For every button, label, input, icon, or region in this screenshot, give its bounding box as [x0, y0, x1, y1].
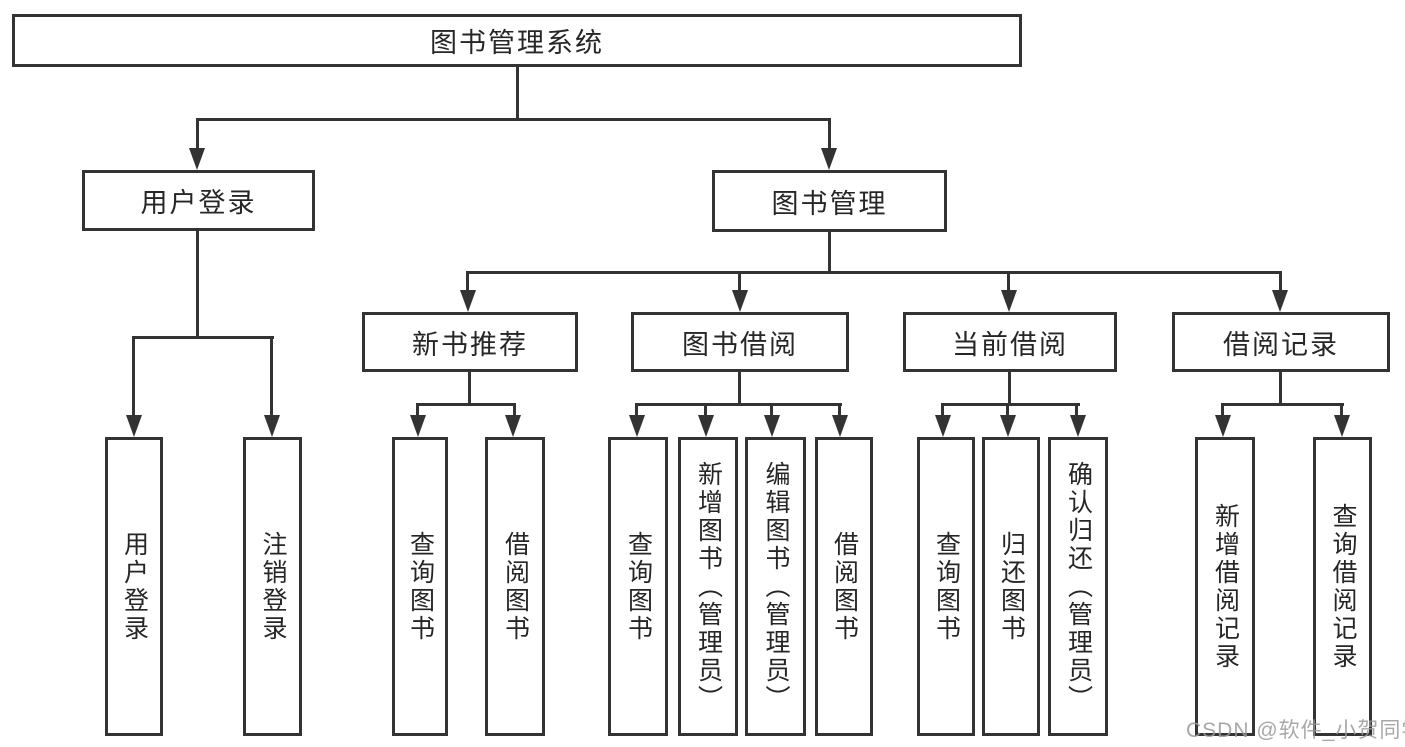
arrowhead-to-leaf-query-record: [1334, 415, 1350, 437]
connector-new-book-stem: [466, 271, 469, 295]
connector-level3-hline: [466, 271, 1282, 274]
arrowhead-to-leaf-add-books: [698, 415, 714, 437]
csdn-watermark: CSDN @软件_小贺同学: [1186, 719, 1405, 742]
connector-user-login-hline: [132, 336, 274, 339]
connector-current-stem: [1007, 271, 1010, 295]
node-book-management: 图书管理: [712, 170, 947, 232]
leaf-logout: 注销登录: [243, 437, 302, 736]
leaf-query-books-3: 查询图书: [917, 437, 975, 736]
arrowhead-to-records: [1272, 290, 1288, 312]
node-new-book-recommend: 新书推荐: [362, 312, 578, 372]
leaf-user-login: 用户登录: [105, 437, 163, 736]
arrowhead-to-current: [1001, 290, 1017, 312]
leaf-add-books-admin: 新增图书（管理员）: [678, 437, 738, 736]
stem: [1006, 403, 1009, 417]
connector-book-mgmt-stem: [828, 118, 831, 151]
leaf-query-books-2: 查询图书: [608, 437, 668, 736]
connector-borrow-stem: [738, 271, 741, 295]
connector-book-mgmt-vline: [828, 232, 831, 273]
leaf-return-books: 归还图书: [982, 437, 1040, 736]
connector-root-vline: [516, 66, 519, 120]
stem: [704, 403, 707, 417]
connector-records-stem: [1279, 271, 1282, 295]
stem: [1340, 403, 1343, 417]
node-book-borrowing: 图书借阅: [631, 312, 849, 372]
stem: [635, 403, 638, 417]
node-current-borrowing: 当前借阅: [903, 312, 1117, 372]
arrowhead-to-new-book: [460, 290, 476, 312]
arrowhead-to-leaf-borrow-2: [832, 415, 848, 437]
arrowhead-to-leaf-return: [1000, 415, 1016, 437]
leaf-add-borrow-record: 新增借阅记录: [1195, 437, 1255, 736]
connector-new-book-hline: [416, 403, 516, 406]
connector-current-vline: [1008, 372, 1011, 406]
arrowhead-to-leaf-edit-books: [764, 415, 780, 437]
arrowhead-to-leaf-query-2: [629, 415, 645, 437]
arrowhead-to-leaf-add-record: [1215, 415, 1231, 437]
connector-leaf-logout-stem: [270, 336, 273, 418]
connector-records-hline: [1221, 403, 1344, 406]
connector-borrow-hline: [635, 403, 842, 406]
connector-user-login-stem: [196, 118, 199, 151]
leaf-borrow-books-2: 借阅图书: [815, 437, 873, 736]
leaf-query-books-1: 查询图书: [392, 437, 448, 736]
arrowhead-to-leaf-confirm-return: [1070, 415, 1086, 437]
arrowhead-to-leaf-user-login: [126, 415, 142, 437]
leaf-edit-books-admin: 编辑图书（管理员）: [745, 437, 806, 736]
arrowhead-to-user-login: [189, 148, 205, 170]
connector-new-book-vline: [468, 372, 471, 406]
stem: [770, 403, 773, 417]
stem: [1075, 403, 1078, 417]
node-borrowing-records: 借阅记录: [1172, 312, 1390, 372]
stem: [416, 403, 419, 417]
leaf-confirm-return-admin: 确认归还（管理员）: [1048, 437, 1108, 736]
stem: [1221, 403, 1224, 417]
arrowhead-to-leaf-borrow-1: [505, 415, 521, 437]
connector-level2-hline: [196, 118, 831, 121]
arrowhead-to-leaf-logout: [264, 415, 280, 437]
node-root-system: 图书管理系统: [12, 14, 1022, 67]
arrowhead-to-borrow: [732, 290, 748, 312]
connector-current-hline: [941, 403, 1080, 406]
connector-leaf-user-login-stem: [132, 336, 135, 418]
connector-borrow-vline: [738, 372, 741, 406]
stem: [838, 403, 841, 417]
connector-records-vline: [1279, 372, 1282, 406]
arrowhead-to-leaf-query-3: [935, 415, 951, 437]
connector-user-login-vline: [196, 231, 199, 338]
stem: [941, 403, 944, 417]
leaf-query-borrow-record: 查询借阅记录: [1313, 437, 1372, 736]
arrowhead-to-book-mgmt: [821, 148, 837, 170]
arrowhead-to-leaf-query-1: [410, 415, 426, 437]
stem: [513, 403, 516, 417]
node-user-login: 用户登录: [82, 170, 315, 231]
leaf-borrow-books-1: 借阅图书: [485, 437, 545, 736]
